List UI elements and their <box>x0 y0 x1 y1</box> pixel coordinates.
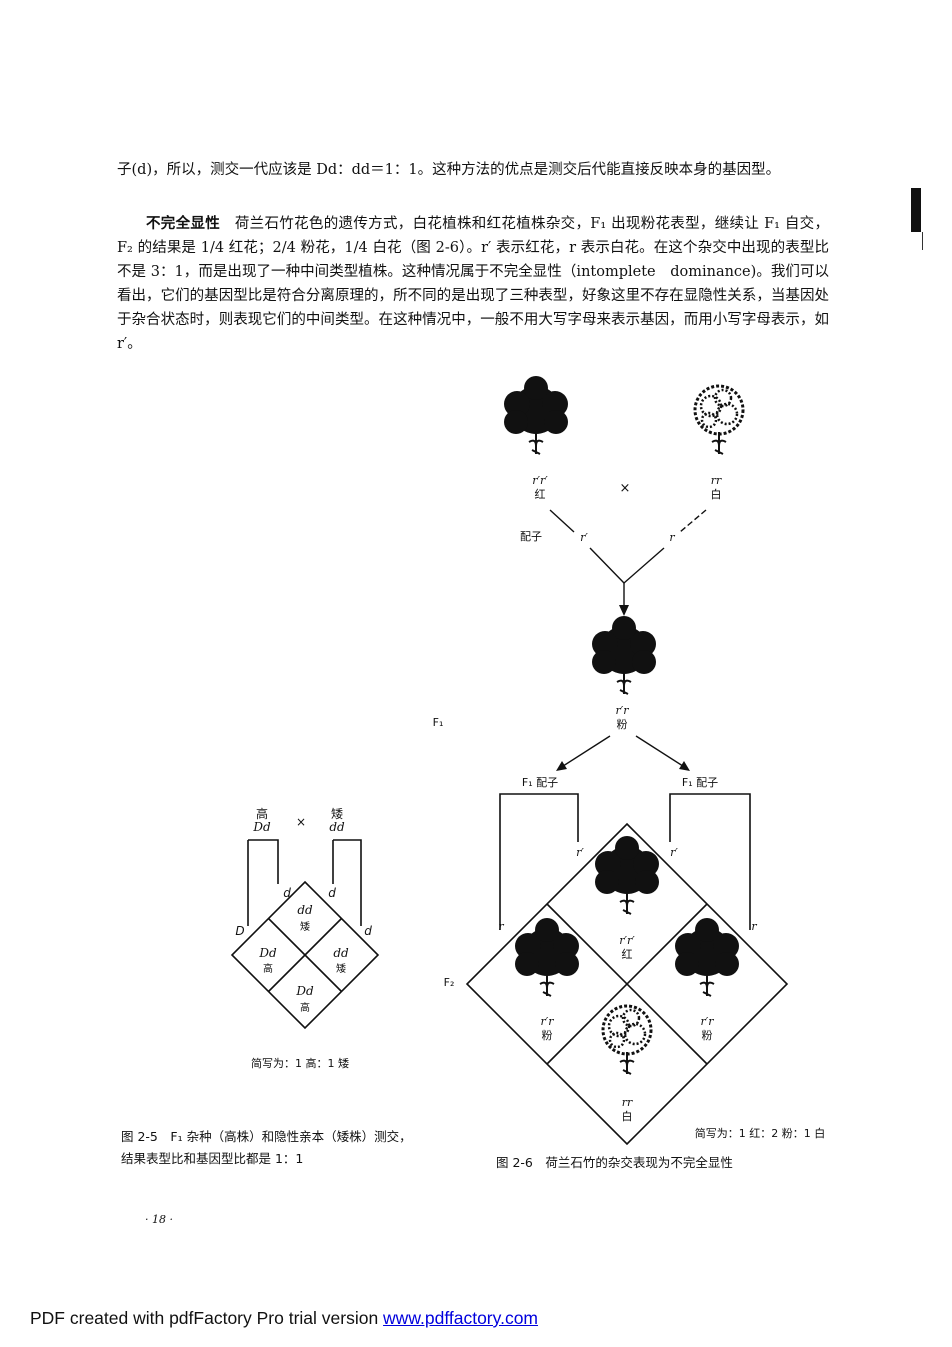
fig25-caption: 图 2-5 F₁ 杂种（高株）和隐性亲本（矮株）测交， 结果表型比和基因型比都是… <box>121 1126 412 1170</box>
fig25-caption-line1: 图 2-5 F₁ 杂种（高株）和隐性亲本（矮株）测交， <box>121 1129 412 1144</box>
page-number: · 18 · <box>145 1213 173 1226</box>
fig26-caption: 图 2-6 荷兰石竹的杂交表现为不完全显性 <box>496 1155 733 1170</box>
figure-2-5: 高 Dd × 矮 dd d d D d dd 矮 Dd 高 dd 矮 Dd 高 … <box>230 806 380 1070</box>
fig26-parent-white-pheno: 白 <box>711 487 722 501</box>
paragraph-1: 子(d)，所以，测交一代应该是 Dd：dd＝1：1。这种方法的优点是测交后代能直… <box>117 162 781 178</box>
f2-top-red-flower-icon <box>594 835 660 915</box>
fig25-cell-right-geno: dd <box>333 946 349 960</box>
fig25-gamete-right-side: d <box>364 924 372 938</box>
fig25-cell-bottom-pheno: 高 <box>300 1001 310 1014</box>
fig25-cross: × <box>296 815 306 829</box>
paragraph-2-body: 荷兰石竹花色的遗传方式，白花植株和红花植株杂交，F₁ 出现粉花表型，继续让 F₁… <box>117 216 829 352</box>
fig26-f1-geno: r′r <box>615 704 629 717</box>
fig26-f1-arrow-left <box>559 735 611 769</box>
footer-link[interactable]: www.pdffactory.com <box>383 1308 539 1328</box>
fig26-g-left-top: r′ <box>576 846 584 859</box>
arrow-left-down-icon <box>556 761 567 771</box>
fig25-cell-right-pheno: 矮 <box>336 963 346 975</box>
fig25-cell-left-pheno: 高 <box>263 962 273 975</box>
fig26-line-white-to-gamete <box>679 509 707 533</box>
fig26-cell-left-geno: r′r <box>540 1015 554 1028</box>
f2-right-pink-flower-icon <box>674 917 740 997</box>
fig25-parent1-pheno: 高 <box>256 806 268 821</box>
fig26-grid-line-2 <box>546 903 708 1065</box>
fig26-parent-red-geno: r′r′ <box>532 474 548 487</box>
fig26-gamete-label: 配子 <box>520 530 542 543</box>
fig25-parent2-pheno: 矮 <box>331 807 343 821</box>
fig26-cell-bottom-geno: rr <box>622 1096 633 1109</box>
fig25-cell-top-pheno: 矮 <box>300 921 310 933</box>
fig25-grid-line-2 <box>267 917 343 993</box>
arrow-down-icon <box>619 605 629 616</box>
fig26-converge-left <box>589 547 625 584</box>
fig26-parent-red-pheno: 红 <box>535 488 546 501</box>
fig26-gamete-red: r′ <box>580 531 588 544</box>
fig26-f1-gamete-left: F₁ 配子 <box>522 776 558 789</box>
parent-white-flower-icon <box>693 384 745 456</box>
f2-bottom-white-flower-icon <box>601 1004 653 1076</box>
fig25-cell-bottom-geno: Dd <box>295 984 314 998</box>
fig25-gamete-right-top: d <box>328 886 336 900</box>
fig25-parent1-geno: Dd <box>252 820 271 834</box>
paragraph-2: 不完全显性 荷兰石竹花色的遗传方式，白花植株和红花植株杂交，F₁ 出现粉花表型，… <box>117 212 829 356</box>
fig26-bracket-left <box>499 793 579 930</box>
fig26-converge-right <box>623 547 665 584</box>
arrow-right-down-icon <box>679 761 690 771</box>
fig26-g-right-top: r′ <box>670 846 678 859</box>
fig26-g-right-side: r <box>751 920 757 933</box>
fig25-caption-line2: 结果表型比和基因型比都是 1：1 <box>121 1151 304 1166</box>
fig26-bracket-right <box>669 793 751 930</box>
figure-2-6: r′r′ 红 × rr 白 配子 r′ r F₁ r′r 粉 F₁ 配子 F₁ … <box>433 375 826 1146</box>
fig25-bracket-right <box>332 839 362 926</box>
fig26-f2-label: F₂ <box>444 976 455 989</box>
fig25-cell-left-geno: Dd <box>258 946 277 960</box>
fig26-parent-white-geno: rr <box>711 474 722 487</box>
fig26-cell-left-pheno: 粉 <box>542 1029 553 1042</box>
section-heading: 不完全显性 <box>146 216 221 232</box>
fig25-gamete-left-top: d <box>283 886 291 900</box>
page-edge-tab <box>911 188 921 232</box>
fig26-cell-right-geno: r′r <box>700 1015 714 1028</box>
fig26-cell-bottom-pheno: 白 <box>622 1109 633 1123</box>
page-edge-line <box>922 232 923 250</box>
f1-pink-flower-icon <box>591 615 657 695</box>
fig25-bracket-left <box>247 839 279 926</box>
f2-left-pink-flower-icon <box>514 917 580 997</box>
fig26-f1-arrow-right <box>635 735 687 769</box>
fig26-gamete-white: r <box>669 531 675 544</box>
fig26-g-left-side: r <box>498 920 504 933</box>
fig25-gamete-left-side: D <box>235 924 244 938</box>
fig26-line-red-to-gamete <box>549 509 575 533</box>
footer-text: PDF created with pdfFactory Pro trial ve… <box>30 1308 384 1328</box>
fig26-cell-right-pheno: 粉 <box>702 1029 713 1042</box>
fig26-f1-gamete-right: F₁ 配子 <box>682 776 718 789</box>
fig26-f1-label: F₁ <box>433 716 444 729</box>
fig25-punnett-square <box>230 880 380 1030</box>
fig25-parent2-geno: dd <box>329 820 345 834</box>
fig26-f1-pheno: 粉 <box>617 718 628 731</box>
fig26-punnett-square <box>465 822 789 1146</box>
fig26-cross: × <box>620 481 631 496</box>
fig26-summary: 简写为：1 红：2 粉：1 白 <box>695 1126 826 1140</box>
fig25-cell-top-geno: dd <box>297 903 313 917</box>
pdf-footer: PDF created with pdfFactory Pro trial ve… <box>30 1308 538 1329</box>
parent-red-flower-icon <box>503 375 569 455</box>
fig26-cell-top-geno: r′r′ <box>619 934 635 947</box>
fig26-cell-top-pheno: 红 <box>622 948 633 961</box>
fig25-summary: 简写为：1 高：1 矮 <box>251 1056 349 1070</box>
